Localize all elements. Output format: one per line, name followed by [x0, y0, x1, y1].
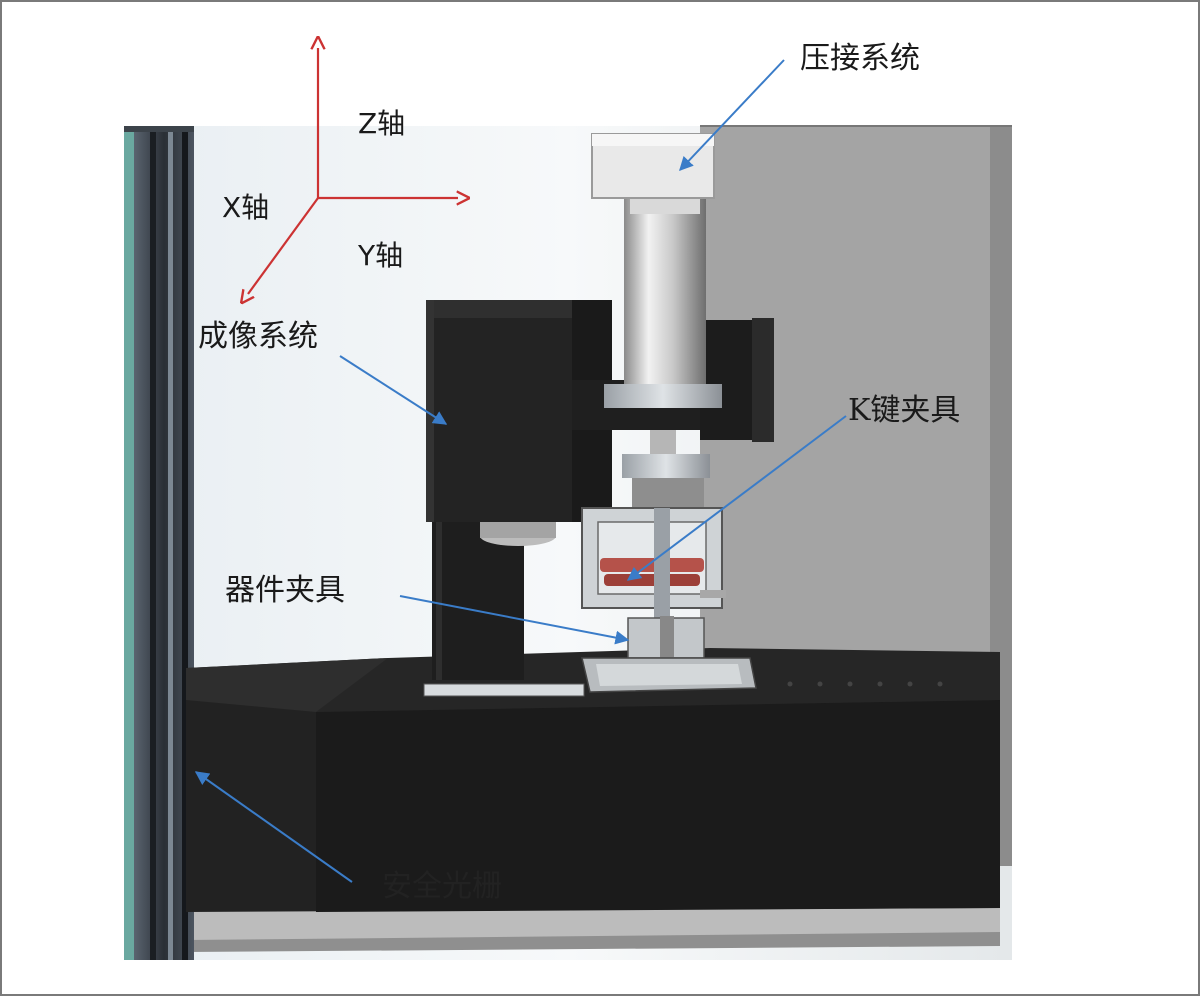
imaging-system-callout-arrow — [339, 355, 448, 425]
x-axis-label: X轴 — [222, 191, 270, 224]
press-system-label: 压接系统 — [800, 41, 920, 76]
press-cylinder — [591, 133, 722, 408]
device-clamp-label: 器件夹具 — [225, 573, 345, 608]
imaging-system-label: 成像系统 — [198, 319, 318, 354]
device-clamp-callout-arrow — [399, 595, 630, 645]
base-plate — [186, 900, 1000, 952]
device-clamp — [581, 616, 757, 693]
safety-light-curtain-callout-arrow — [194, 771, 353, 883]
k-key-clamp-callout-arrow — [626, 415, 847, 581]
press-system-callout-arrow — [679, 59, 785, 172]
z-axis-label: Z轴 — [358, 107, 406, 140]
y-axis-label: Y轴 — [358, 239, 404, 272]
axis-indicator — [248, 48, 458, 294]
k-key-clamp-label: K键夹具 — [848, 393, 961, 428]
x-axis-arrow — [248, 197, 319, 294]
safety-light-curtain — [124, 126, 194, 960]
safety-light-curtain-label: 安全光栅 — [382, 869, 502, 904]
